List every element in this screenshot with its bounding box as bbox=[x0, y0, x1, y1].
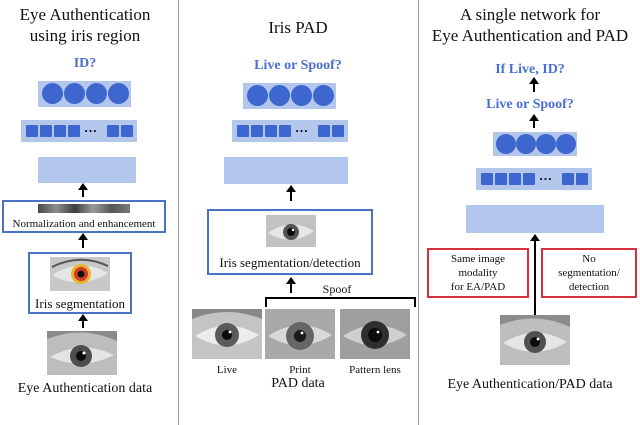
node bbox=[313, 85, 334, 106]
panel1-square-layer: … bbox=[21, 120, 137, 142]
node bbox=[291, 85, 312, 106]
panel2-square-layer: … bbox=[232, 120, 348, 142]
panel1-output-label: ID? bbox=[73, 56, 97, 71]
panel1-circle-layer bbox=[38, 81, 131, 107]
no-segmentation-line2: segmentation/ bbox=[558, 267, 620, 279]
node bbox=[562, 173, 574, 185]
node bbox=[265, 125, 277, 137]
node bbox=[536, 134, 556, 154]
node bbox=[576, 173, 588, 185]
same-modality-box: Same image modality for EA/PAD bbox=[427, 248, 529, 298]
sample-label-print: Print bbox=[289, 364, 311, 376]
node bbox=[121, 125, 133, 137]
panel2-arrow-detection-up bbox=[286, 185, 296, 201]
panel1-title-line1: Eye Authentication bbox=[19, 5, 151, 24]
spoof-bracket bbox=[265, 297, 416, 307]
node bbox=[509, 173, 521, 185]
panel3-title-line1: A single network for bbox=[459, 5, 601, 24]
no-segmentation-line3: detection bbox=[568, 281, 610, 293]
no-segmentation-box: No segmentation/ detection bbox=[541, 248, 637, 298]
node bbox=[318, 125, 330, 137]
ellipsis: … bbox=[84, 120, 97, 135]
segmentation-label: Iris segmentation bbox=[35, 296, 125, 311]
node bbox=[237, 125, 249, 137]
panel2-circle-layer bbox=[243, 83, 336, 109]
node bbox=[68, 125, 80, 137]
node bbox=[495, 173, 507, 185]
ellipsis: … bbox=[295, 120, 308, 135]
panel2-output-label: Live or Spoof? bbox=[254, 58, 342, 73]
panel2-detection-box: Iris segmentation/detection bbox=[207, 209, 373, 275]
pattern-lens-eye-sample bbox=[340, 309, 410, 359]
no-segmentation-line1: No bbox=[582, 253, 596, 265]
node bbox=[42, 83, 63, 104]
node bbox=[523, 173, 535, 185]
node bbox=[481, 173, 493, 185]
detected-eye-image bbox=[266, 215, 316, 247]
panel-divider-right bbox=[418, 0, 419, 425]
panel3-square-layer: … bbox=[476, 168, 592, 190]
node bbox=[54, 125, 66, 137]
panel2-data-label: PAD data bbox=[271, 376, 325, 391]
same-modality-line2: modality bbox=[458, 267, 498, 279]
panel1-arrow-normalization-up bbox=[78, 183, 88, 197]
node bbox=[107, 125, 119, 137]
panel1-segmentation-box: Iris segmentation bbox=[28, 252, 132, 314]
node bbox=[516, 134, 536, 154]
panel1-input-layer bbox=[38, 157, 136, 183]
panel3-title-line2: Eye Authentication and PAD bbox=[431, 26, 629, 45]
panel3-output-label-mid: Live or Spoof? bbox=[486, 97, 574, 112]
panel3-circle-layer bbox=[493, 132, 577, 156]
node bbox=[279, 125, 291, 137]
spoof-label: Spoof bbox=[322, 282, 352, 296]
node bbox=[332, 125, 344, 137]
panel3-arrow-top bbox=[529, 77, 539, 92]
normalization-label: Normalization and enhancement bbox=[12, 218, 156, 230]
print-eye-sample bbox=[265, 309, 335, 359]
node bbox=[64, 83, 85, 104]
panel1-title-line2: using iris region bbox=[29, 26, 141, 45]
panel1-eye-data-image bbox=[47, 331, 117, 375]
sample-label-pattern-lens: Pattern lens bbox=[349, 364, 401, 376]
sample-label-live: Live bbox=[216, 364, 238, 376]
panel3-arrow-mid bbox=[529, 114, 539, 128]
panel3-eye-data-image bbox=[500, 315, 570, 365]
node bbox=[556, 134, 576, 154]
panel1-arrow-data-up bbox=[78, 314, 88, 328]
node bbox=[247, 85, 268, 106]
node bbox=[26, 125, 38, 137]
panel1-arrow-segmentation-up bbox=[78, 233, 88, 248]
panel-divider-left bbox=[178, 0, 179, 425]
panel3-data-label: Eye Authentication/PAD data bbox=[447, 377, 613, 392]
segmented-eye-image bbox=[50, 257, 110, 291]
panel3-output-label-top: If Live, ID? bbox=[495, 62, 565, 77]
same-modality-line1: Same image bbox=[450, 253, 506, 265]
node bbox=[108, 83, 129, 104]
panel1-data-label: Eye Authentication data bbox=[17, 381, 153, 396]
ellipsis: … bbox=[539, 168, 552, 183]
live-eye-sample bbox=[192, 309, 262, 359]
panel3-input-layer bbox=[466, 205, 604, 233]
panel2-input-layer bbox=[224, 157, 348, 184]
node bbox=[86, 83, 107, 104]
node bbox=[251, 125, 263, 137]
normalized-iris-strip bbox=[38, 204, 130, 213]
node bbox=[269, 85, 290, 106]
same-modality-line3: for EA/PAD bbox=[450, 281, 506, 293]
node bbox=[40, 125, 52, 137]
panel2-arrow-data-up bbox=[286, 277, 296, 293]
detection-label: Iris segmentation/detection bbox=[219, 255, 361, 270]
node bbox=[496, 134, 516, 154]
panel3-arrow-data-up bbox=[530, 234, 540, 338]
panel1-normalization-box: Normalization and enhancement bbox=[2, 200, 166, 233]
panel2-title: Iris PAD bbox=[268, 18, 328, 37]
